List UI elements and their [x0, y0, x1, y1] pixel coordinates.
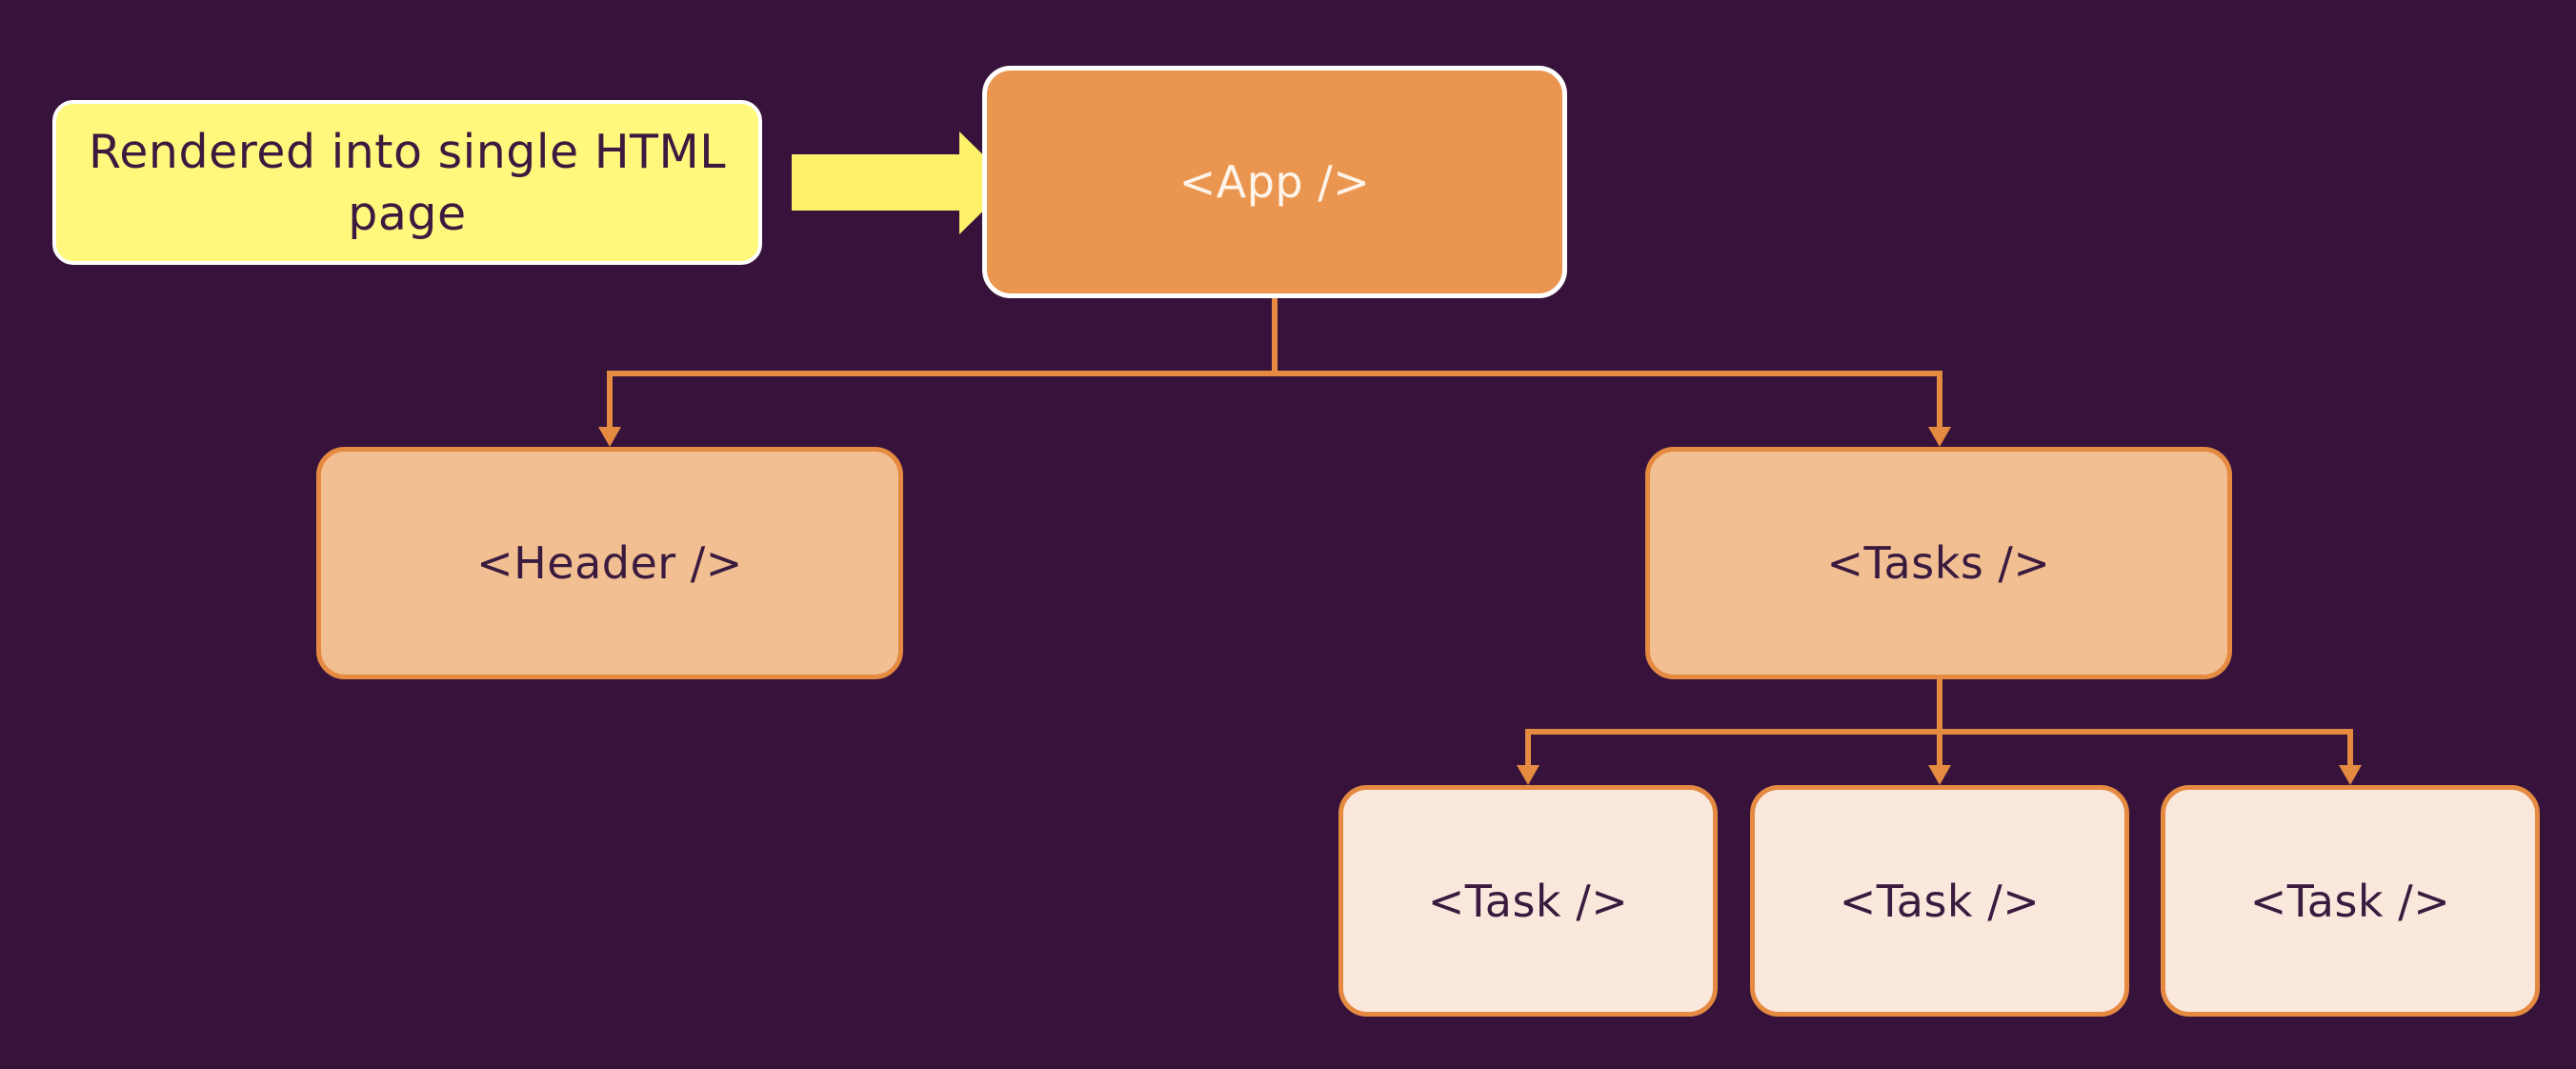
task-component-node: <Task />	[2161, 785, 2540, 1017]
arrowhead-task-3	[2339, 765, 2362, 785]
task-component-label: <Task />	[2249, 875, 2451, 927]
task-component-label: <Task />	[1839, 875, 2041, 927]
app-children-connector	[607, 298, 1942, 429]
tasks-children-connector	[1525, 679, 2353, 770]
arrowhead-header	[598, 427, 621, 447]
tasks-component-label: <Tasks />	[1826, 537, 2051, 589]
arrowhead-tasks	[1928, 427, 1951, 447]
task-component-node: <Task />	[1338, 785, 1718, 1017]
note-arrow	[792, 131, 1012, 234]
arrowhead-task-1	[1517, 765, 1540, 785]
rendered-note-box: Rendered into single HTML page	[52, 100, 762, 265]
header-component-label: <Header />	[476, 537, 743, 589]
header-component-node: <Header />	[316, 447, 903, 679]
rendered-note-text: Rendered into single HTML page	[88, 124, 727, 241]
arrowhead-task-2	[1928, 765, 1951, 785]
app-component-node: <App />	[982, 66, 1567, 298]
app-component-label: <App />	[1178, 156, 1371, 208]
task-component-label: <Task />	[1427, 875, 1629, 927]
task-component-node: <Task />	[1750, 785, 2129, 1017]
tasks-component-node: <Tasks />	[1645, 447, 2232, 679]
